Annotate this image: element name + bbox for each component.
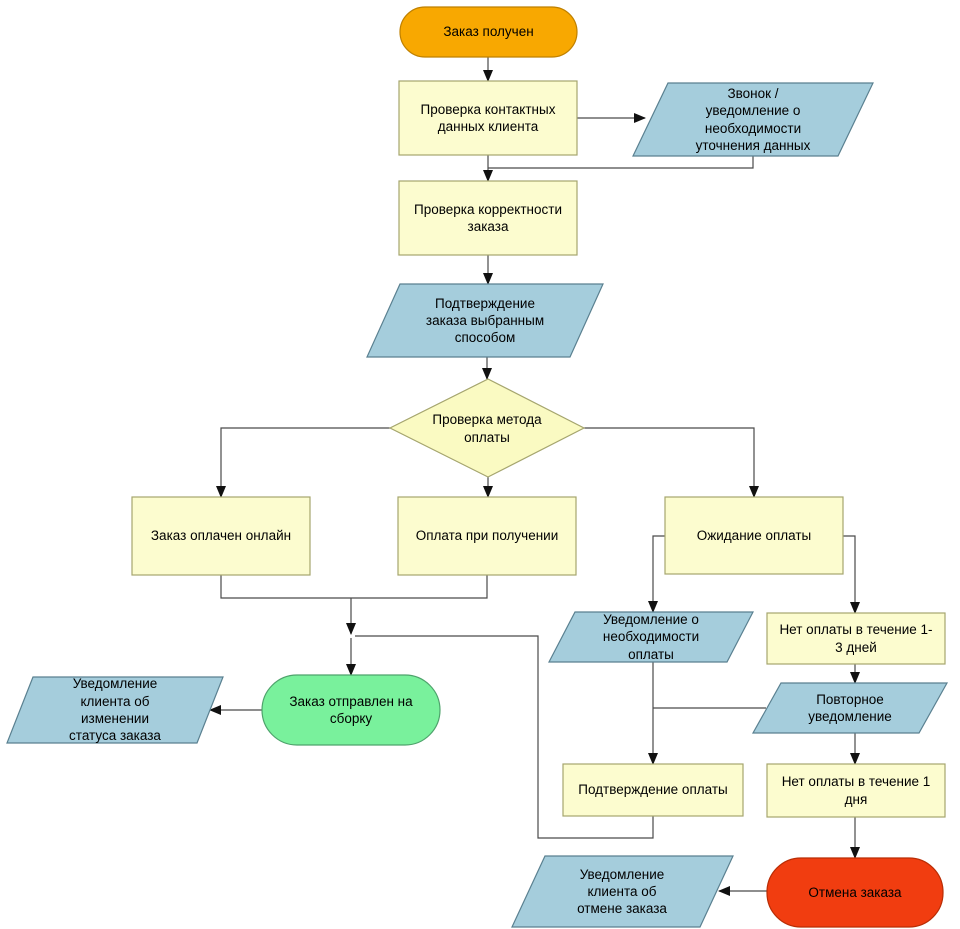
node-call-clarify-shape <box>632 82 874 157</box>
edge-awaiting-to-payment-needed-notice <box>648 535 665 613</box>
node-paid-online-shape <box>131 496 311 576</box>
node-no-payment-1-day-shape <box>766 763 946 818</box>
node-paid-online-label: Заказ оплачен онлайн <box>150 528 292 544</box>
edge-payment-method-to-awaiting-payment <box>584 427 759 498</box>
node-order-cancelled-shape <box>766 857 944 928</box>
node-cancel-notice-shape <box>511 855 734 928</box>
node-order-cancelled-label: Отмена заказа <box>808 884 902 900</box>
node-call-clarify-label: Звонок / уведомление о необходимости уто… <box>695 85 811 153</box>
node-payment-needed-notice-shape <box>548 611 754 663</box>
node-no-payment-1-3-days-shape <box>766 612 946 665</box>
edge-call-clarify-to-check-order <box>488 156 754 169</box>
node-repeat-notice-shape <box>751 682 949 734</box>
node-order-received-label: Заказ получен <box>443 24 534 40</box>
node-payment-confirmation-shape <box>562 763 744 817</box>
node-check-order-shape <box>398 180 578 256</box>
node-repeat-notice-label: Повторное уведомление <box>808 691 892 724</box>
node-payment-method-shape <box>388 378 586 478</box>
node-pay-on-delivery-label: Оплата при получении <box>415 528 559 544</box>
flowchart-edges <box>209 57 860 896</box>
node-payment-method-label: Проверка метода оплаты <box>432 412 542 445</box>
node-confirm-order-label: Подтверждение заказа выбранным способом <box>425 295 545 346</box>
edge-payment-method-to-paid-online <box>216 427 390 498</box>
node-sent-to-assembly-shape <box>261 674 441 746</box>
node-confirm-order-shape <box>366 283 604 358</box>
edge-payment-confirmation-to-junction <box>355 635 654 839</box>
edge-paid-merge <box>220 575 488 599</box>
node-awaiting-payment-shape <box>664 496 844 575</box>
node-pay-on-delivery-shape <box>397 496 577 576</box>
node-status-change-notice-label: Уведомление клиента об изменении статуса… <box>69 676 161 744</box>
node-order-received-shape <box>399 6 578 58</box>
node-no-payment-1-3-days-label: Нет оплаты в течение 1- 3 дней <box>779 622 933 655</box>
node-status-change-notice-shape <box>6 676 224 744</box>
node-sent-to-assembly-label: Заказ отправлен на сборку <box>289 693 413 726</box>
node-check-contacts-shape <box>398 80 578 156</box>
edge-awaiting-to-no-payment-1-3 <box>843 535 860 614</box>
node-cancel-notice-label: Уведомление клиента об отмене заказа <box>577 866 667 917</box>
flowchart-nodes <box>6 6 949 928</box>
node-payment-confirmation-label: Подтверждение оплаты <box>578 782 728 798</box>
node-no-payment-1-day-label: Нет оплаты в течение 1 дня <box>781 774 931 807</box>
node-check-order-label: Проверка корректности заказа <box>414 201 562 234</box>
node-check-contacts-label: Проверка контактных данных клиента <box>420 101 556 134</box>
node-awaiting-payment-label: Ожидание оплаты <box>696 527 812 543</box>
node-payment-needed-notice-label: Уведомление о необходимости оплаты <box>602 612 700 662</box>
